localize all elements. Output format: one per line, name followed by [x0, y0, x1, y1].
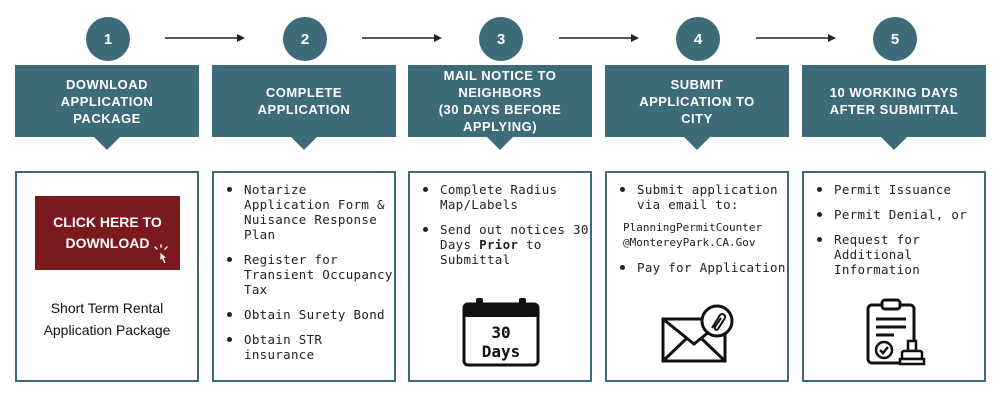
list-item: Notarize Application Form & Nuisance Res…	[227, 182, 394, 242]
list-item: Request for Additional Information	[817, 232, 984, 277]
package-label: Short Term Rental Application Package	[43, 300, 171, 338]
email-line-2: @MontereyPark.CA.Gov	[623, 236, 756, 249]
notice-text: Send out notices 30 Days	[440, 222, 589, 252]
step-2-list: Notarize Application Form & Nuisance Res…	[214, 182, 394, 362]
arrow-right-icon	[559, 34, 639, 42]
calendar-number: 30	[491, 323, 510, 342]
step-2-card: Notarize Application Form & Nuisance Res…	[212, 171, 396, 382]
step-4-list: Submit application via email to:	[607, 182, 787, 212]
download-button[interactable]: CLICK HERE TO DOWNLOAD	[35, 196, 180, 270]
notice-text-end: to Submittal	[440, 237, 542, 267]
step-1-header: DOWNLOAD APPLICATION PACKAGE	[15, 65, 199, 137]
list-item: Send out notices 30 Days Prior to Submit…	[423, 222, 590, 267]
step-5-card: Permit Issuance Permit Denial, or Reques…	[802, 171, 986, 382]
approved-document-stamp-icon	[866, 298, 926, 366]
step-3-number: 3	[479, 17, 523, 61]
email-line-1: PlanningPermitCounter	[623, 221, 763, 234]
download-button-label: CLICK HERE TO DOWNLOAD	[53, 214, 162, 251]
step-1-card: CLICK HERE TO DOWNLOAD Short Term Rental…	[15, 171, 199, 382]
step-4-card: Submit application via email to: Plannin…	[605, 171, 789, 382]
step-5-list: Permit Issuance Permit Denial, or Reques…	[804, 182, 984, 277]
step-2-number: 2	[283, 17, 327, 61]
step-5-number: 5	[873, 17, 917, 61]
arrow-right-icon	[756, 34, 836, 42]
hand-pointer-icon	[154, 244, 169, 265]
step-4-list-2: Pay for Application	[607, 260, 787, 275]
list-item: Submit application via email to:	[620, 182, 787, 212]
list-item: Permit Issuance	[817, 182, 984, 197]
list-item: Pay for Application	[620, 260, 786, 275]
step-4-number: 4	[676, 17, 720, 61]
calendar-icon: 30 Days	[462, 298, 540, 367]
list-item: Complete Radius Map/Labels	[423, 182, 590, 212]
notice-text-bold: Prior	[479, 237, 519, 252]
step-2-header: COMPLETE APPLICATION	[212, 65, 396, 137]
email-address[interactable]: PlanningPermitCounter @MontereyPark.CA.G…	[607, 220, 787, 250]
step-3-header: MAIL NOTICE TO NEIGHBORS (30 DAYS BEFORE…	[408, 65, 592, 137]
envelope-attachment-icon	[661, 304, 734, 363]
list-item: Register for Transient Occupancy Tax	[227, 252, 393, 297]
step-3-list: Complete Radius Map/Labels Send out noti…	[410, 182, 590, 267]
step-1-number: 1	[86, 17, 130, 61]
step-5-header: 10 WORKING DAYS AFTER SUBMITTAL	[802, 65, 986, 137]
arrow-right-icon	[362, 34, 442, 42]
step-4-header: SUBMIT APPLICATION TO CITY	[605, 65, 789, 137]
step-3-card: Complete Radius Map/Labels Send out noti…	[408, 171, 592, 382]
calendar-unit: Days	[482, 342, 521, 361]
list-item: Obtain STR insurance	[227, 332, 394, 362]
list-item: Obtain Surety Bond	[227, 307, 394, 322]
list-item: Permit Denial, or	[817, 207, 984, 222]
arrow-right-icon	[165, 34, 245, 42]
